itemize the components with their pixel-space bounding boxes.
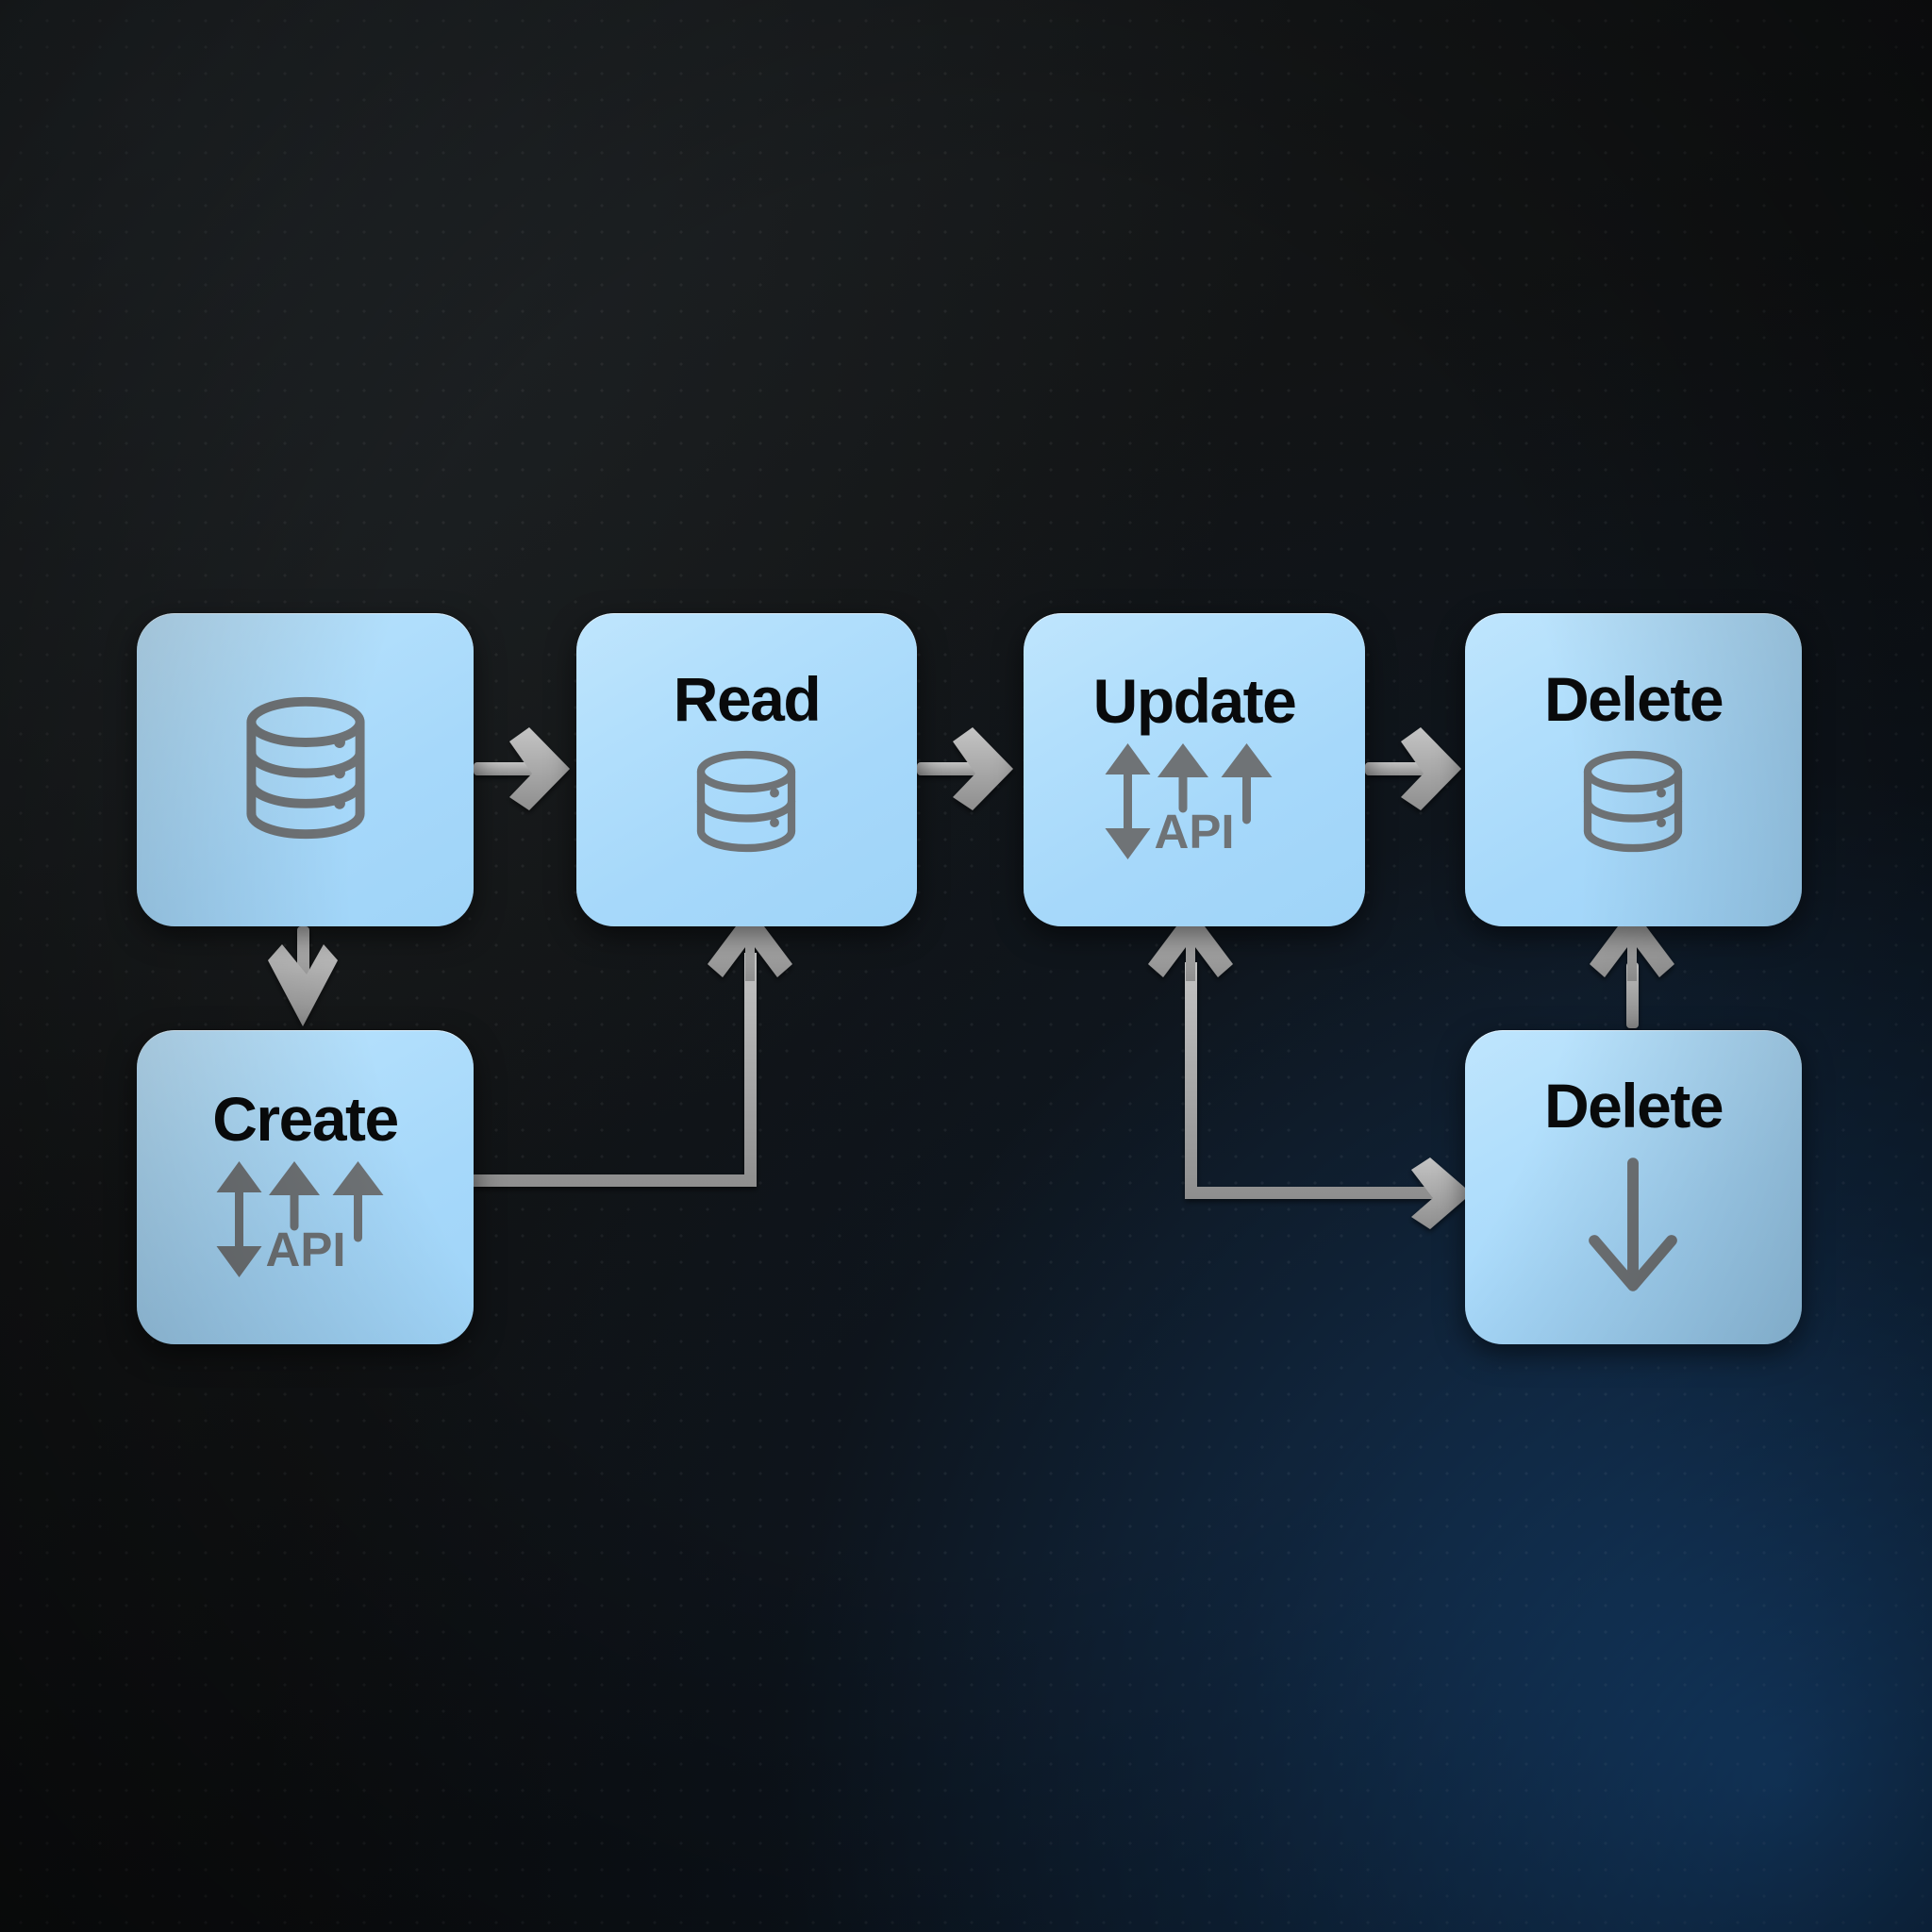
edge-update-to-delete-top (1365, 727, 1461, 810)
node-delete-top-label: Delete (1543, 663, 1724, 734)
node-delete-bottom-label: Delete (1543, 1071, 1724, 1141)
api-arrows-icon: API (207, 1156, 405, 1288)
node-database[interactable] (137, 613, 474, 926)
node-read-label: Read (673, 663, 822, 734)
edge-database-to-read (474, 727, 570, 810)
node-read[interactable]: Read (576, 613, 917, 926)
node-update-label: Update (1092, 666, 1297, 736)
node-create[interactable]: Create API (137, 1030, 474, 1344)
database-icon (675, 743, 818, 873)
edge-database-to-create (268, 926, 338, 1026)
database-icon (1561, 743, 1705, 873)
edge-create-to-read (474, 908, 792, 1187)
node-update[interactable]: Update (1024, 613, 1365, 926)
api-arrows-icon: API (1095, 738, 1293, 870)
node-delete-bottom[interactable]: Delete (1465, 1030, 1802, 1344)
edge-update-to-delete-bottom (1148, 908, 1472, 1229)
svg-text:API: API (265, 1223, 345, 1276)
database-icon (221, 683, 391, 858)
node-create-label: Create (212, 1083, 399, 1154)
node-delete-top[interactable]: Delete (1465, 613, 1802, 926)
edge-read-to-update (917, 727, 1013, 810)
down-arrow-icon (1581, 1154, 1685, 1300)
svg-text:API: API (1154, 805, 1234, 858)
